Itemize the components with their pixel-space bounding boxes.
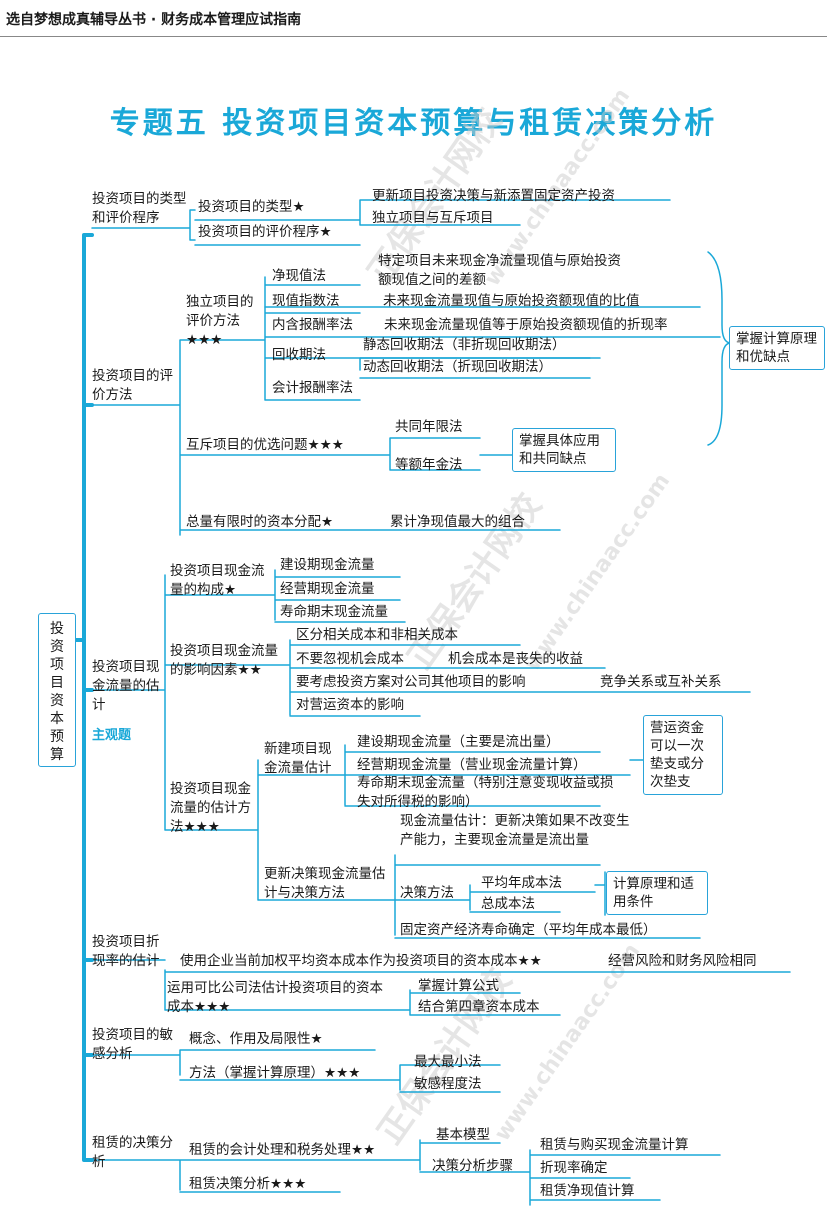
node-irr: 内含报酬率法 bbox=[272, 317, 353, 333]
leaf-formula: 掌握计算公式 bbox=[418, 978, 499, 994]
leaf-new-construction-cf: 建设期现金流量（主要是流出量） bbox=[357, 734, 560, 750]
node-concept: 概念、作用及局限性★ bbox=[189, 1031, 323, 1047]
branch-evaluation-methods: 投资项目的评价方法 bbox=[92, 368, 173, 403]
node-payback: 回收期法 bbox=[272, 347, 326, 363]
node-replacement-decision: 更新决策现金流量估计与决策方法 bbox=[264, 866, 386, 901]
node-independent-methods: 独立项目的评价方法★★★ bbox=[186, 294, 254, 348]
node-analysis-steps: 决策分析步骤 bbox=[432, 1158, 513, 1174]
running-header: 选自梦想成真辅导丛书 · 财务成本管理应试指南 bbox=[0, 0, 827, 37]
leaf-total-cost: 总成本法 bbox=[481, 896, 535, 912]
note-master-principles: 掌握计算原理和优缺点 bbox=[729, 326, 825, 370]
leaf-update-vs-new: 更新项目投资决策与新添置固定资产投资 bbox=[372, 188, 615, 204]
node-evaluation-procedure: 投资项目的评价程序★ bbox=[198, 224, 332, 240]
leaf-construction-cf: 建设期现金流量 bbox=[280, 557, 375, 573]
leaf-chapter-four: 结合第四章资本成本 bbox=[418, 999, 540, 1015]
page-title: 专题五 投资项目资本预算与租赁决策分析 bbox=[109, 106, 718, 141]
node-arr: 会计报酬率法 bbox=[272, 380, 353, 396]
leaf-average-annual-cost: 平均年成本法 bbox=[481, 875, 562, 891]
node-capital-rationing: 总量有限时的资本分配★ bbox=[186, 514, 334, 530]
header-text: 选自梦想成真辅导丛书 · 财务成本管理应试指南 bbox=[6, 12, 302, 28]
leaf-opportunity-cost-definition: 机会成本是丧失的收益 bbox=[448, 651, 583, 667]
node-new-project-cf: 新建项目现金流量估计 bbox=[264, 741, 332, 776]
node-npv: 净现值法 bbox=[272, 268, 326, 284]
node-cash-flow-factors: 投资项目现金流量的影响因素★★ bbox=[170, 643, 278, 678]
leaf-working-capital-impact: 对营运资本的影响 bbox=[296, 697, 404, 713]
leaf-pi-definition: 未来现金流量现值与原始投资额现值的比值 bbox=[383, 293, 640, 309]
branch-discount-rate: 投资项目折现率的估计 bbox=[92, 934, 160, 969]
node-method: 方法（掌握计算原理）★★★ bbox=[189, 1065, 361, 1081]
branch-types-and-procedure: 投资项目的类型和评价程序 bbox=[92, 191, 187, 226]
node-cash-flow-composition: 投资项目现金流量的构成★ bbox=[170, 563, 265, 598]
leaf-equivalent-annuity: 等额年金法 bbox=[395, 457, 463, 473]
leaf-same-risk: 经营风险和财务风险相同 bbox=[608, 953, 757, 969]
note-application-and-flaws: 掌握具体应用和共同缺点 bbox=[512, 428, 616, 472]
node-project-types: 投资项目的类型★ bbox=[198, 199, 305, 215]
node-wacc: 使用企业当前加权平均资本成本作为投资项目的资本成本★★ bbox=[180, 953, 542, 969]
leaf-basic-model: 基本模型 bbox=[436, 1127, 490, 1143]
leaf-sensitivity-degree: 敏感程度法 bbox=[414, 1076, 482, 1092]
leaf-max-cumulative-npv: 累计净现值最大的组合 bbox=[390, 514, 525, 530]
leaf-competitive-complementary: 竞争关系或互补关系 bbox=[600, 674, 722, 690]
leaf-lease-npv: 租赁净现值计算 bbox=[540, 1183, 635, 1199]
leaf-lease-vs-buy: 租赁与购买现金流量计算 bbox=[540, 1137, 689, 1153]
note-principles-and-conditions: 计算原理和适用条件 bbox=[606, 871, 708, 915]
leaf-replacement-cf: 现金流量估计：更新决策如果不改变生产能力，主要现金流量是流出量 bbox=[400, 813, 630, 848]
leaf-npv-definition: 特定项目未来现金净流量现值与原始投资额现值之间的差额 bbox=[378, 253, 621, 288]
leaf-max-min: 最大最小法 bbox=[414, 1054, 482, 1070]
leaf-opportunity-cost: 不要忽视机会成本 bbox=[296, 651, 404, 667]
branch-lease: 租赁的决策分析 bbox=[92, 1135, 173, 1170]
node-mutually-exclusive: 互斥项目的优选问题★★★ bbox=[186, 437, 344, 453]
note-working-capital: 营运资金可以一次垫支或分次垫支 bbox=[643, 715, 723, 795]
leaf-relevant-costs: 区分相关成本和非相关成本 bbox=[296, 627, 458, 643]
leaf-new-terminal-cf: 寿命期末现金流量（特别注意变现收益或损失对所得税的影响） bbox=[357, 775, 614, 810]
leaf-other-projects-impact: 要考虑投资方案对公司其他项目的影响 bbox=[296, 674, 526, 690]
node-lease-accounting: 租赁的会计处理和税务处理★★ bbox=[189, 1142, 376, 1158]
node-cash-flow-methods: 投资项目现金流量的估计方法★★★ bbox=[170, 781, 251, 835]
leaf-operating-cf: 经营期现金流量 bbox=[280, 581, 375, 597]
node-lease-analysis: 租赁决策分析★★★ bbox=[189, 1176, 307, 1192]
branch-sensitivity: 投资项目的敏感分析 bbox=[92, 1027, 173, 1062]
node-decision-method: 决策方法 bbox=[400, 885, 454, 901]
leaf-dynamic-payback: 动态回收期法（折现回收期法） bbox=[363, 359, 552, 375]
leaf-static-payback: 静态回收期法（非折现回收期法） bbox=[363, 337, 566, 353]
node-pi: 现值指数法 bbox=[272, 293, 340, 309]
leaf-independent-vs-mutual: 独立项目与互斥项目 bbox=[372, 210, 494, 226]
leaf-common-life: 共同年限法 bbox=[395, 419, 463, 435]
leaf-discount-rate: 折现率确定 bbox=[540, 1160, 608, 1176]
branch-cash-flow-estimation: 投资项目现金流量的估计 bbox=[92, 659, 160, 713]
node-comparable-firm: 运用可比公司法估计投资项目的资本成本★★★ bbox=[167, 980, 383, 1015]
root-node: 投资项目资本预算 bbox=[38, 613, 76, 767]
leaf-terminal-cf: 寿命期末现金流量 bbox=[280, 604, 388, 620]
leaf-irr-definition: 未来现金流量现值等于原始投资额现值的折现率 bbox=[384, 317, 668, 333]
subjective-tag: 主观题 bbox=[92, 728, 132, 743]
leaf-economic-life: 固定资产经济寿命确定（平均年成本最低） bbox=[400, 922, 657, 938]
leaf-new-operating-cf: 经营期现金流量（营业现金流量计算） bbox=[357, 757, 587, 773]
